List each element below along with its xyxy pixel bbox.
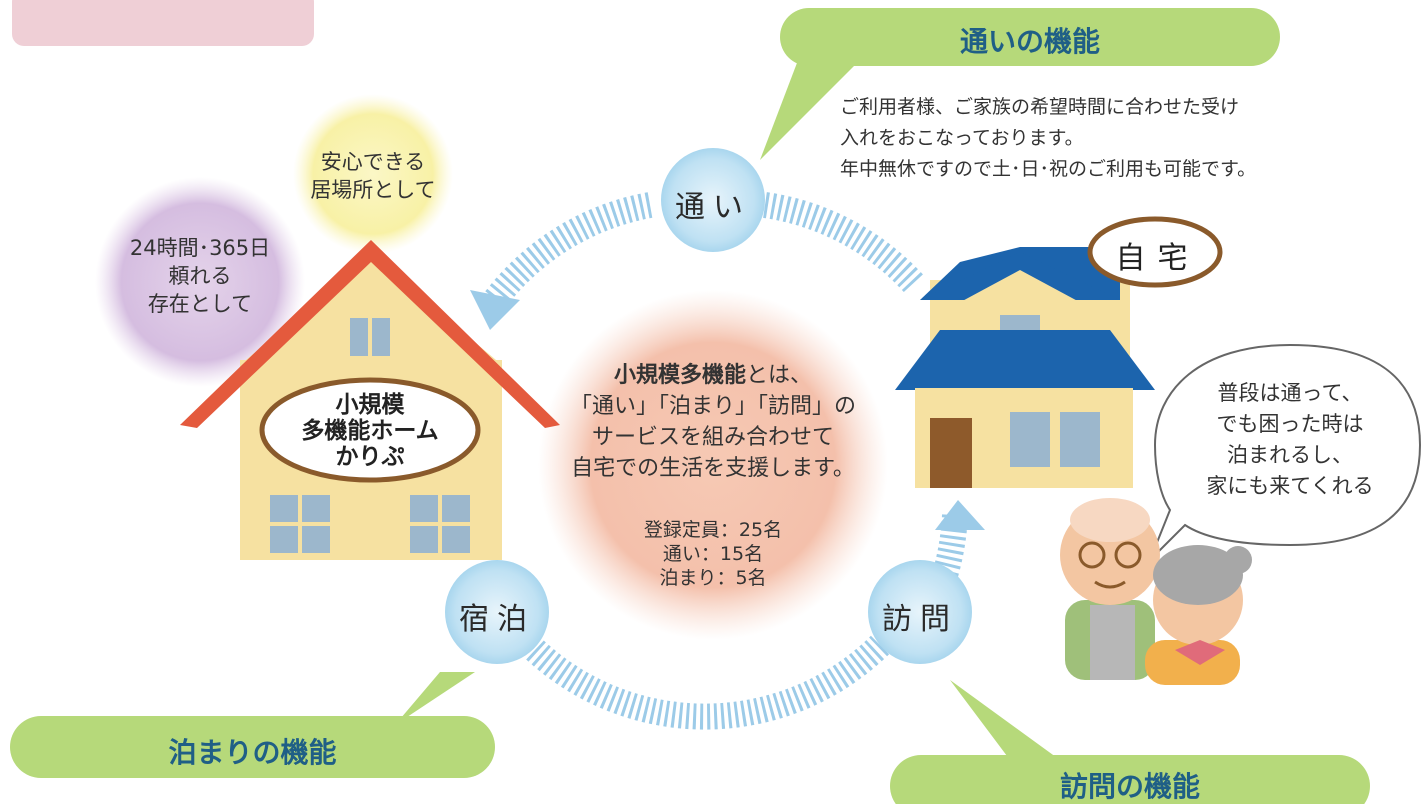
speech-line: 泊まれるし、 xyxy=(1227,443,1353,467)
care-home-name-line: かりぷ xyxy=(335,444,405,470)
arrow-head-up xyxy=(935,500,985,530)
capacity-line: 登録定員：25名 xyxy=(643,519,783,541)
own-home-label: 自宅 xyxy=(1115,241,1200,276)
capacity-line: 通い：15名 xyxy=(662,543,764,565)
bubble-line: 存在として xyxy=(147,292,253,316)
speech-bubble-shape xyxy=(1149,343,1422,561)
speech-line: 家にも来てくれる xyxy=(1206,474,1374,498)
callout-tail-houmon xyxy=(950,680,1060,760)
care-home-name-line: 小規模 xyxy=(335,392,405,418)
callout-tail-tsuui xyxy=(760,55,860,160)
yellow-bubble-text: 安心できる 居場所として xyxy=(303,148,443,204)
houmon-function-label: 訪問の機能 xyxy=(1059,770,1200,803)
section-tab xyxy=(12,0,314,46)
center-title-suffix: とは、 xyxy=(746,363,813,388)
bubble-line: 居場所として xyxy=(310,178,436,202)
callout-tail-tomari xyxy=(395,672,475,725)
speech-line: でも困った時は xyxy=(1216,412,1364,436)
node-tsuui: 通い xyxy=(675,190,751,225)
center-description: 小規模多機能とは、 「通い」「泊まり」「訪問」の サービスを組み合わせて 自宅で… xyxy=(553,360,873,484)
tsuui-function-label: 通いの機能 xyxy=(959,25,1100,58)
speech-line: 普段は通って、 xyxy=(1217,381,1363,405)
arrow-head-left xyxy=(470,290,520,330)
bubble-line: 24時間･365日 xyxy=(129,236,271,260)
tsuui-description-line: 年中無休ですので土･日･祝のご利用も可能です。 xyxy=(840,158,1257,180)
node-shukuhaku: 宿泊 xyxy=(459,602,535,637)
center-line: サービスを組み合わせて xyxy=(591,425,834,450)
own-home-illustration xyxy=(895,216,1223,488)
capacity-line: 泊まり：5名 xyxy=(659,567,767,589)
tsuui-description-line: ご利用者様、ご家族の希望時間に合わせた受け xyxy=(840,96,1240,118)
tsuui-description-line: 入れをおこなっております。 xyxy=(840,127,1084,149)
care-home-illustration xyxy=(180,240,560,560)
center-title-bold: 小規模多機能 xyxy=(613,363,746,388)
center-line: 自宅での生活を支援します。 xyxy=(571,456,855,481)
bubble-line: 安心できる xyxy=(320,150,426,174)
node-houmon: 訪問 xyxy=(882,602,958,637)
center-title-line: 小規模多機能とは、 xyxy=(553,360,873,391)
bubble-line: 頼れる xyxy=(168,264,232,288)
center-line: 「通い」「泊まり」「訪問」の xyxy=(569,394,856,419)
tsuui-description: ご利用者様、ご家族の希望時間に合わせた受け 入れをおこなっております。 年中無休… xyxy=(840,92,1310,185)
capacity-info: 登録定員：25名 通い：15名 泊まり：5名 xyxy=(613,518,813,590)
speech-bubble-text: 普段は通って、 でも困った時は 泊まれるし、 家にも来てくれる xyxy=(1170,378,1410,502)
care-home-name: 小規模 多機能ホーム かりぷ xyxy=(270,392,470,470)
purple-bubble-text: 24時間･365日 頼れる 存在として xyxy=(110,234,290,318)
care-home-name-line: 多機能ホーム xyxy=(301,418,439,444)
tomari-function-label: 泊まりの機能 xyxy=(168,736,337,769)
elderly-couple-illustration xyxy=(1060,498,1252,685)
